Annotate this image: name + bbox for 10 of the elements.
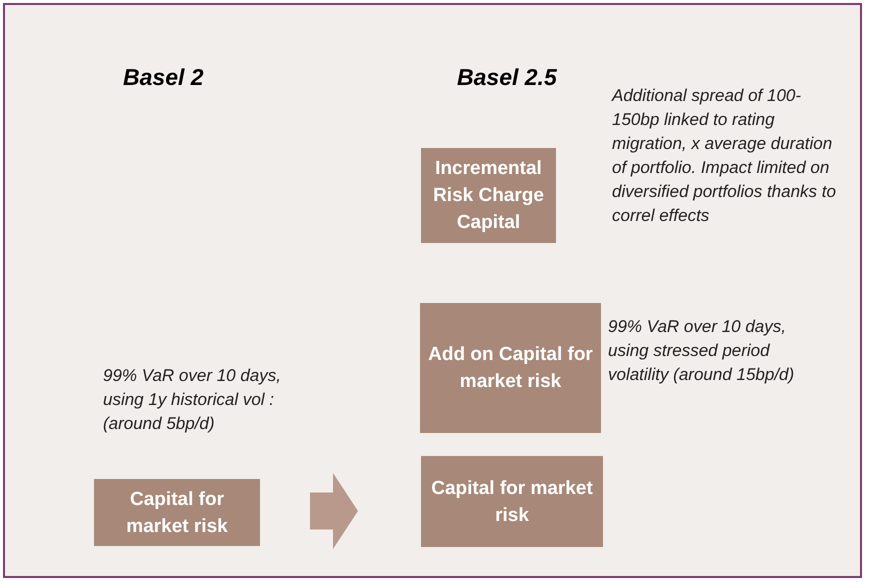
note-text: 99% VaR over 10 days, using 1y historical vol : (around 5bp/d): [103, 365, 282, 435]
note-text: 99% VaR over 10 days, using stressed period volatility (around 15bp/d): [608, 316, 796, 386]
column-heading: Basel 2.5: [457, 63, 557, 92]
column-heading: Basel 2: [123, 63, 204, 92]
capital-box: Incremental Risk Charge Capital: [421, 148, 556, 243]
note-text: Additional spread of 100-150bp linked to rating migration, x average duration of portfolio. Impact limited on diversified portfolios thanks to correl effects: [612, 85, 837, 227]
capital-box: Capital for market risk: [421, 456, 603, 547]
block-arrow: [310, 473, 358, 549]
capital-box: Capital for market risk: [94, 479, 260, 546]
capital-box: Add on Capital for market risk: [420, 303, 601, 433]
